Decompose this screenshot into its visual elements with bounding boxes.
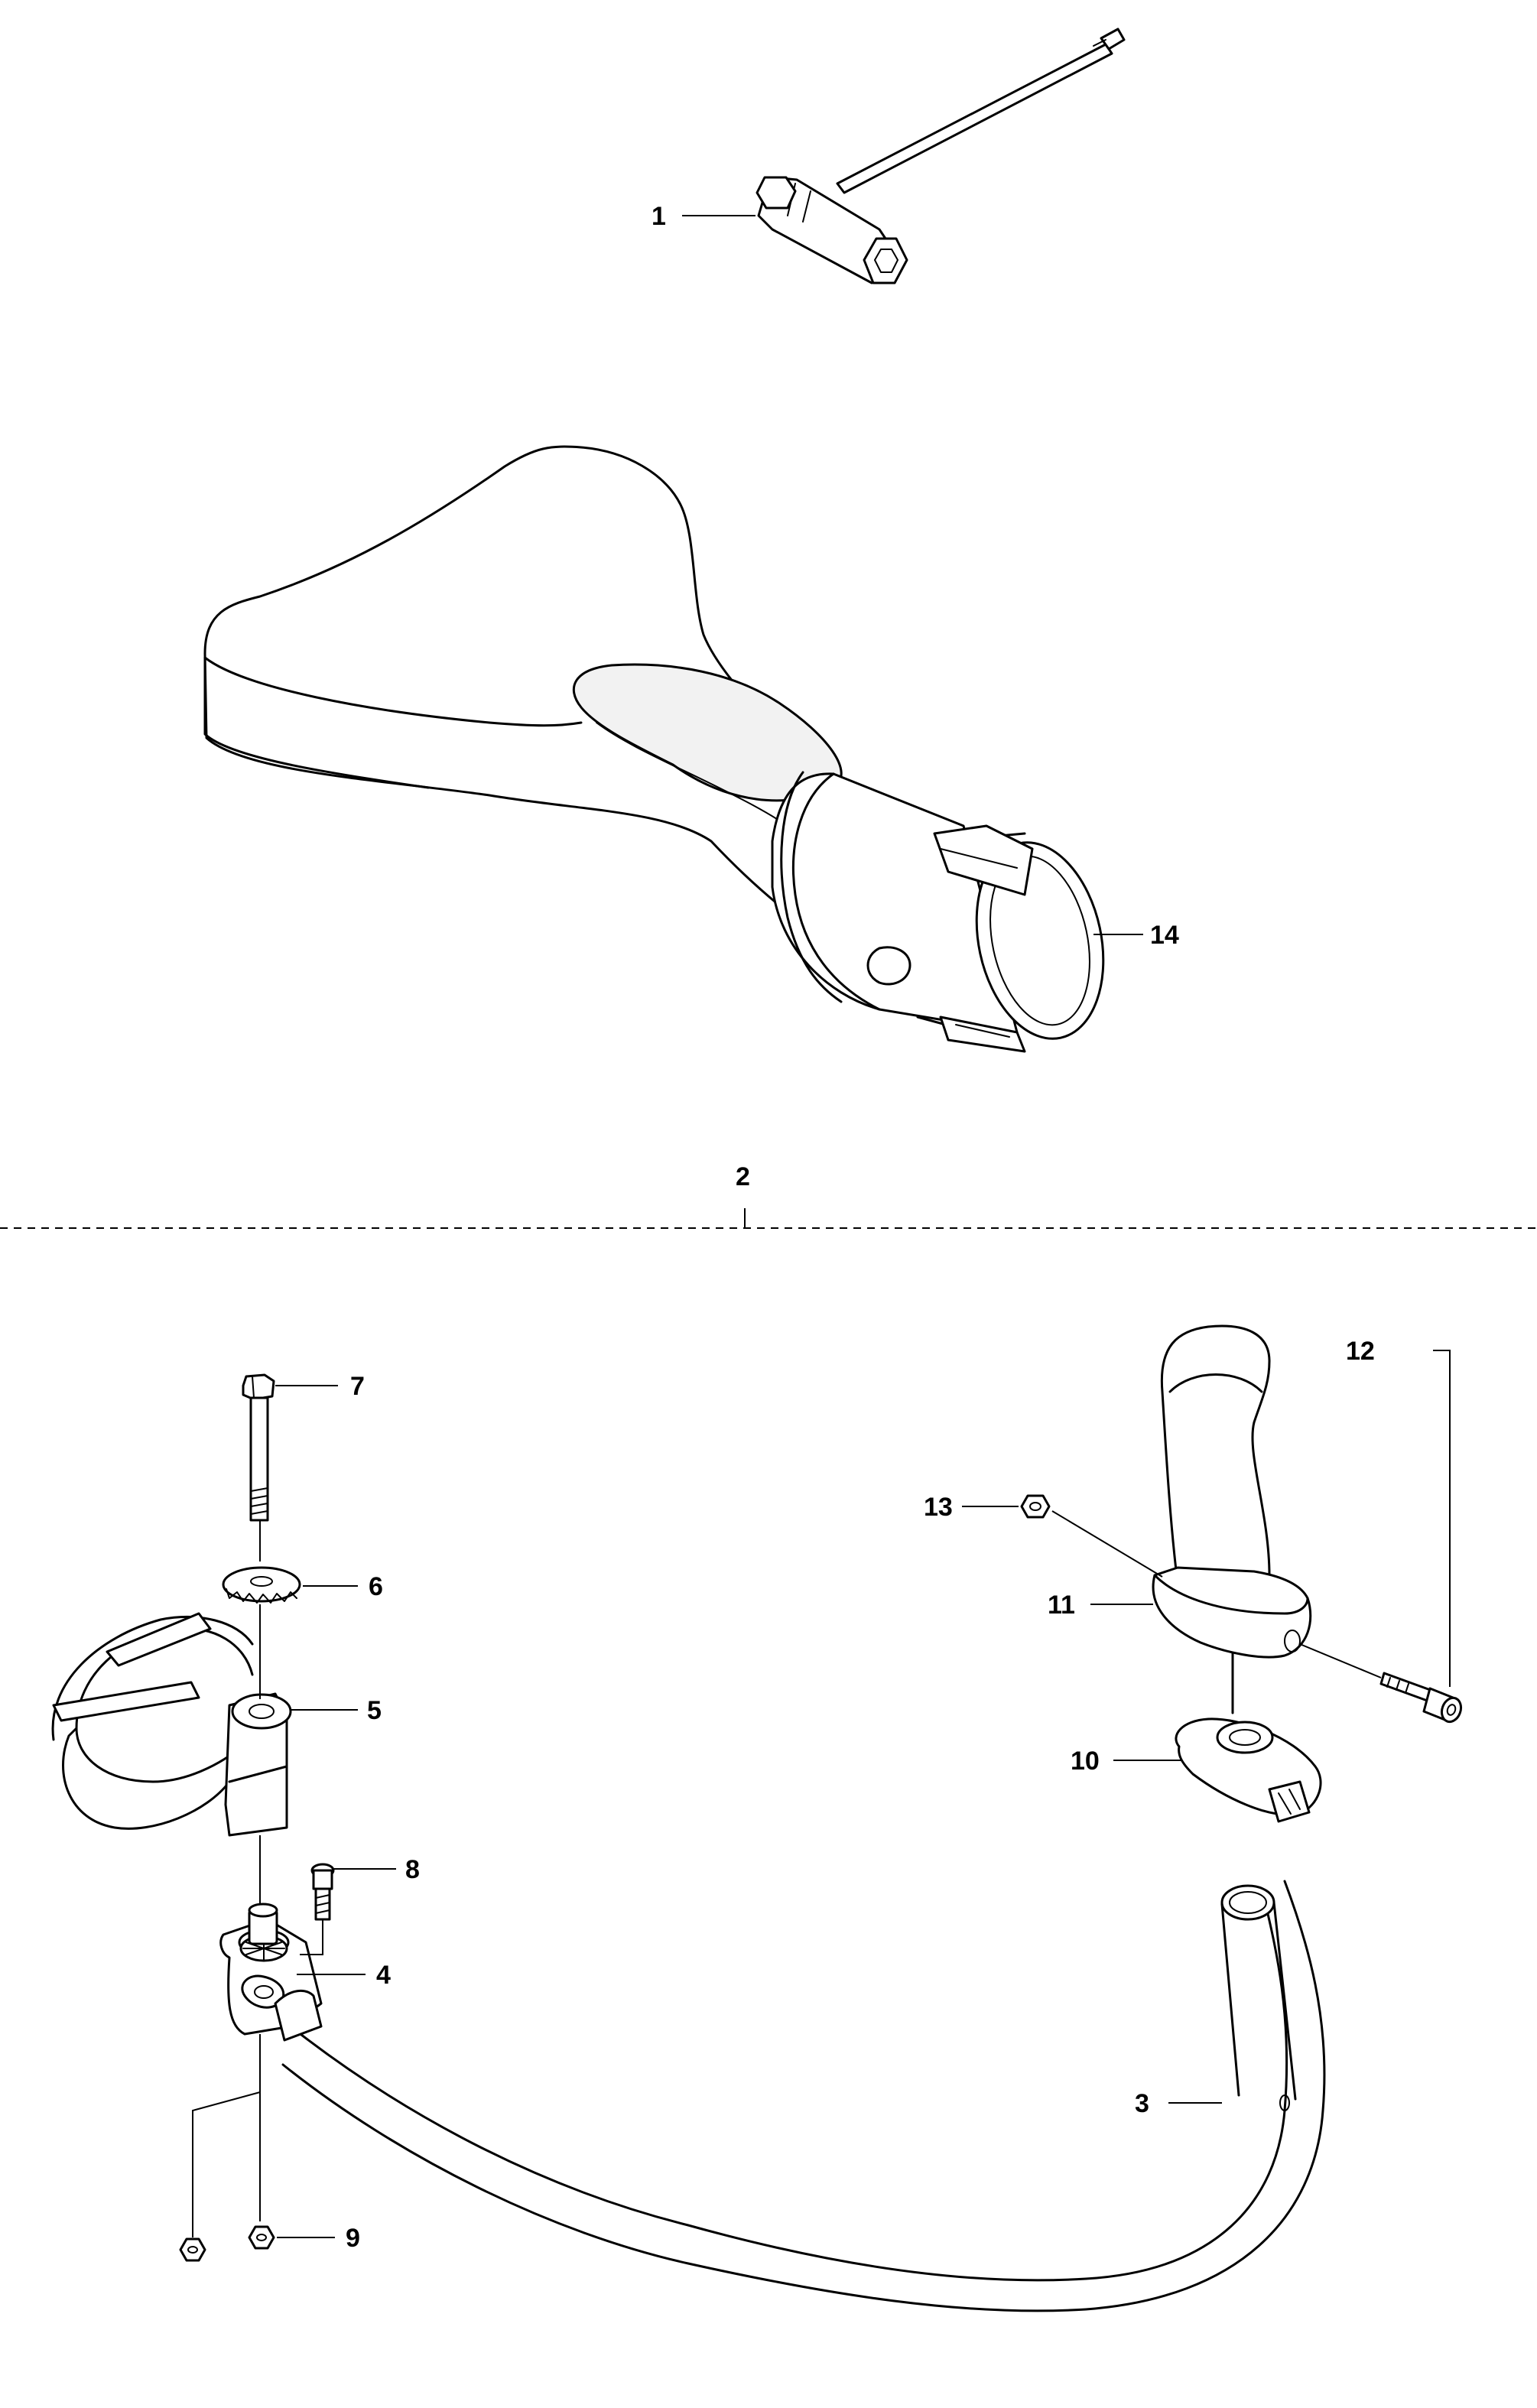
part-12-cap-screw [1299,1350,1463,1724]
label-14: 14 [1093,921,1179,950]
part-5-clamp-upper [51,1612,292,1837]
part-number-6: 6 [369,1572,383,1601]
label-3: 3 [1135,2089,1222,2118]
part-number-1: 1 [652,202,666,231]
part-11-handle-grip [1152,1324,1312,1659]
part-number-4: 4 [376,1961,391,1990]
part-number-10: 10 [1071,1747,1100,1776]
label-1: 1 [652,202,756,231]
part-number-7: 7 [350,1372,365,1401]
part-number-2: 2 [736,1162,750,1191]
part-number-14: 14 [1150,921,1179,950]
label-12: 12 [1346,1337,1375,1366]
part-9-nuts [179,2091,275,2262]
label-7: 7 [275,1372,365,1401]
part-1-t-wrench [756,28,1126,284]
part-13-nut [1020,1494,1163,1578]
part-number-3: 3 [1135,2089,1149,2118]
label-8: 8 [333,1855,420,1884]
part-number-5: 5 [367,1696,382,1725]
part-number-11: 11 [1048,1591,1075,1620]
kit-divider: 2 [0,1162,1537,1229]
part-3-loop-handle [281,1880,1326,2312]
label-11: 11 [1048,1591,1153,1620]
part-14-debris-guard [203,445,1105,1053]
label-9: 9 [277,2224,360,2253]
label-6: 6 [303,1572,383,1601]
label-13: 13 [924,1493,1019,1522]
label-10: 10 [1071,1747,1182,1776]
part-number-8: 8 [405,1855,420,1884]
part-4-clamp-lower [219,1903,323,2042]
part-number-13: 13 [924,1493,953,1522]
part-8-screw [300,1863,335,1955]
label-4: 4 [297,1961,391,1990]
part-10-clamp-plate [1175,1644,1322,1823]
part-7-hex-bolt [242,1373,275,2221]
part-number-12: 12 [1346,1337,1375,1366]
part-6-washer [222,1566,301,1604]
part-number-9: 9 [346,2224,360,2253]
label-5: 5 [291,1696,382,1725]
